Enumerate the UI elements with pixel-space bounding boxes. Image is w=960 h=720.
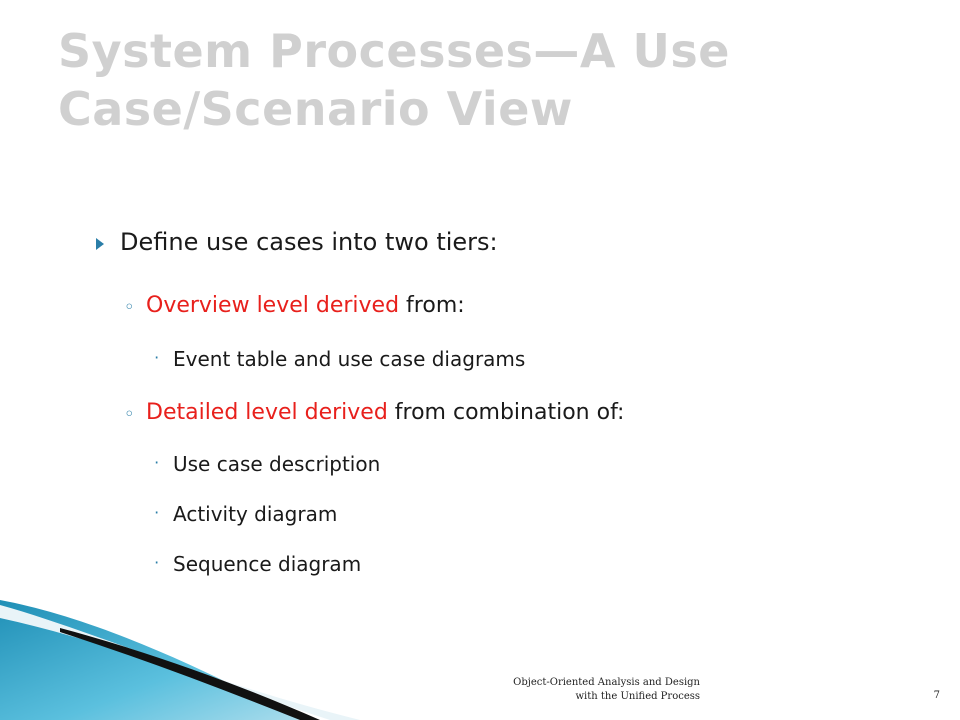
sub-bullet-rest: from combination of: <box>387 400 625 425</box>
footer-line-2: with the Unified Process <box>575 691 701 702</box>
item-text: Event table and use case diagrams <box>173 347 526 371</box>
slide-title-line-2: Case/Scenario View <box>58 82 573 136</box>
item-event-table: ⋅ Event table and use case diagrams <box>154 347 525 371</box>
triangle-right-icon <box>96 238 104 250</box>
item-text: Sequence diagram <box>173 552 362 576</box>
item-use-case-description: ⋅ Use case description <box>154 452 380 476</box>
sub-bullet-overview: ◦ Overview level derived from: <box>124 293 465 318</box>
highlight-text: Detailed level derived <box>146 400 388 425</box>
sub-bullet-text: Overview level derived from: <box>146 293 465 318</box>
slide-title: System Processes—A Use Case/Scenario Vie… <box>58 22 918 138</box>
star-bullet-icon: ⋅ <box>154 453 160 472</box>
item-sequence-diagram: ⋅ Sequence diagram <box>154 552 361 576</box>
item-activity-diagram: ⋅ Activity diagram <box>154 502 337 526</box>
footer-course-title: Object-Oriented Analysis and Design with… <box>420 676 700 704</box>
star-bullet-icon: ⋅ <box>154 503 160 522</box>
ring-bullet-icon: ◦ <box>124 404 135 425</box>
highlight-text: Overview level derived <box>146 293 400 318</box>
light-band <box>0 605 360 720</box>
item-text: Use case description <box>173 452 381 476</box>
ring-bullet-icon: ◦ <box>124 297 135 318</box>
footer-line-1: Object-Oriented Analysis and Design <box>513 677 700 688</box>
decorative-swoosh <box>0 600 360 720</box>
star-bullet-icon: ⋅ <box>154 553 160 572</box>
slide-title-line-1: System Processes—A Use <box>58 24 730 78</box>
sub-bullet-rest: from: <box>399 293 465 318</box>
bullet-define-use-cases: Define use cases into two tiers: <box>96 228 498 256</box>
bullet-text: Define use cases into two tiers: <box>120 228 498 256</box>
sub-bullet-detailed: ◦ Detailed level derived from combinatio… <box>124 400 624 425</box>
page-number: 7 <box>933 690 940 701</box>
item-text: Activity diagram <box>173 502 338 526</box>
sub-bullet-text: Detailed level derived from combination … <box>146 400 624 425</box>
star-bullet-icon: ⋅ <box>154 348 160 367</box>
dark-stroke <box>60 628 320 720</box>
